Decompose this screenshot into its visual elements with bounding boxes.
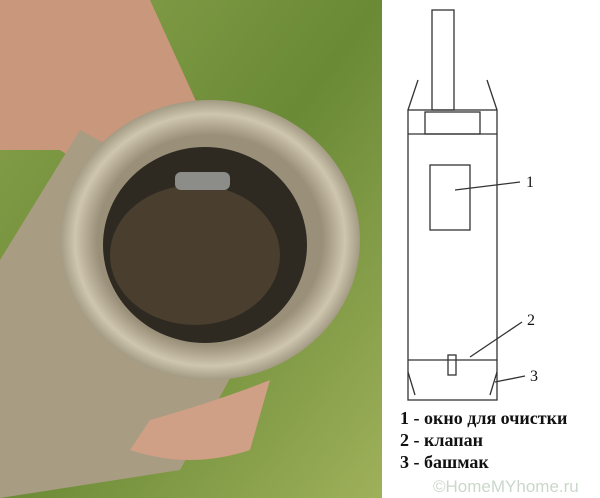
bailer-pipe-photo (0, 0, 382, 498)
valve-hinge (175, 172, 230, 190)
legend: 1 - окно для очистки 2 - клапан 3 - башм… (400, 407, 567, 473)
cleaning-window (429, 164, 471, 231)
valve-flap (110, 185, 280, 325)
tube (407, 109, 498, 401)
bailer-schematic: 1 2 3 (407, 9, 538, 401)
top-guides (407, 79, 498, 111)
legend-item: 3 - башмак (400, 452, 489, 472)
callout-2: 2 (527, 312, 535, 329)
valve (447, 354, 457, 376)
legend-item: 2 - клапан (400, 430, 483, 450)
callout-3: 3 (530, 368, 538, 385)
legend-item: 1 - окно для очистки (400, 408, 568, 428)
watermark: ©HomeMYhome.ru (433, 477, 579, 496)
hand (130, 380, 270, 460)
shoe (407, 371, 498, 396)
rod (431, 9, 455, 111)
callout-1: 1 (526, 174, 534, 191)
top-cap (424, 111, 481, 135)
